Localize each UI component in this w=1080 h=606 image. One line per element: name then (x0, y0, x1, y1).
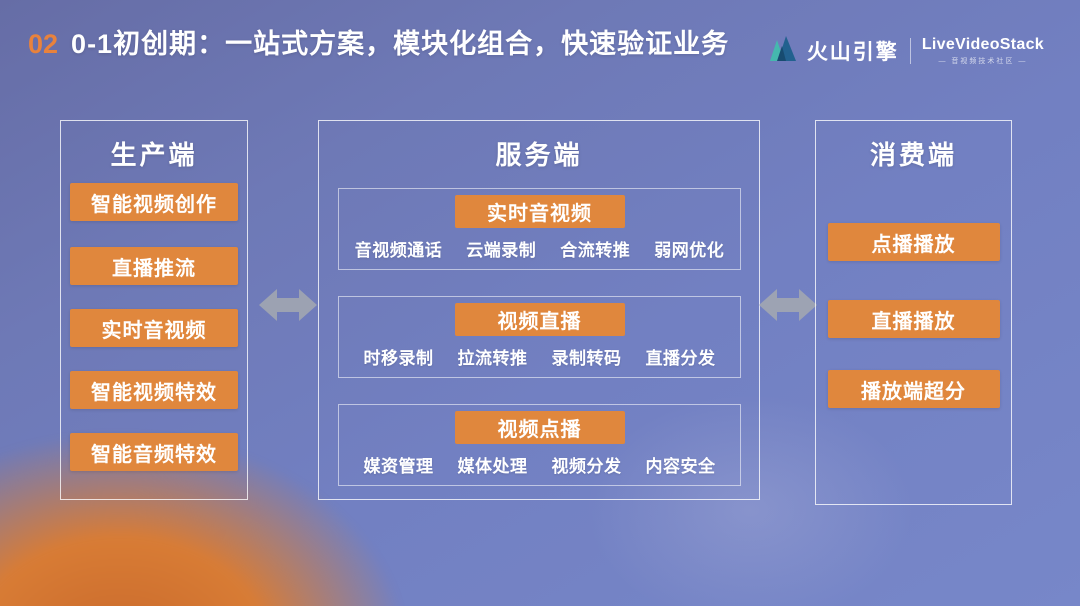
server-feature: 录制转码 (551, 349, 622, 368)
producer-item-badge: 智能视频特效 (70, 371, 238, 409)
logo-divider (909, 38, 911, 64)
server-group-vod: 视频点播 媒资管理 媒体处理 视频分发 内容安全 (338, 404, 741, 486)
consumer-item-badge: 直播播放 (827, 300, 1000, 338)
consumer-panel: 消费端 点播播放 直播播放 播放端超分 (815, 120, 1012, 505)
server-group-items: 媒资管理 媒体处理 视频分发 内容安全 (339, 452, 740, 477)
server-group-items: 音视频通话 云端录制 合流转推 弱网优化 (339, 236, 740, 261)
bidirectional-arrow-icon (757, 283, 819, 327)
consumer-item-badge: 播放端超分 (827, 370, 1000, 408)
consumer-panel-title: 消费端 (869, 140, 957, 170)
server-feature: 合流转推 (560, 241, 631, 260)
server-group-rtc: 实时音视频 音视频通话 云端录制 合流转推 弱网优化 (338, 188, 741, 270)
bidirectional-arrow-icon (257, 283, 319, 327)
producer-panel: 生产端 智能视频创作 直播推流 实时音视频 智能视频特效 智能音频特效 (60, 120, 248, 500)
livevideostack-logo: LiveVideoStack — 音视频技术社区 — (922, 36, 1044, 66)
server-feature: 拉流转推 (457, 349, 528, 368)
page-title: 0-1初创期：一站式方案，模块化组合，快速验证业务 (71, 29, 730, 59)
slide-header: 02 0-1初创期：一站式方案，模块化组合，快速验证业务 (28, 22, 729, 61)
producer-panel-title: 生产端 (110, 140, 198, 170)
server-feature: 时移录制 (363, 349, 434, 368)
server-group-badge: 视频直播 (454, 303, 625, 336)
background-light-smudge (580, 390, 920, 606)
server-panel: 服务端 实时音视频 音视频通话 云端录制 合流转推 弱网优化 视频直播 时移录制… (318, 120, 760, 500)
server-panel-title: 服务端 (495, 140, 583, 170)
server-feature: 云端录制 (466, 241, 537, 260)
server-group-badge: 视频点播 (454, 411, 625, 444)
volcengine-mountain-icon (769, 36, 796, 66)
volcengine-logo-text: 火山引擎 (806, 41, 899, 64)
logo-group: 火山引擎 LiveVideoStack — 音视频技术社区 — (769, 36, 1044, 66)
server-group-items: 时移录制 拉流转推 录制转码 直播分发 (339, 344, 740, 369)
producer-item-badge: 实时音视频 (70, 309, 238, 347)
consumer-item-badge: 点播播放 (827, 223, 1000, 261)
producer-item-badge: 智能音频特效 (70, 433, 238, 471)
server-feature: 媒资管理 (363, 457, 434, 476)
server-feature: 视频分发 (551, 457, 622, 476)
slide-number: 02 (28, 29, 59, 59)
server-feature: 直播分发 (645, 349, 716, 368)
server-feature: 弱网优化 (654, 241, 725, 260)
livevideostack-tagline: — 音视频技术社区 — (938, 58, 1028, 65)
server-group-badge: 实时音视频 (454, 195, 625, 228)
server-feature: 音视频通话 (354, 241, 443, 260)
producer-item-badge: 智能视频创作 (70, 183, 238, 221)
server-feature: 媒体处理 (457, 457, 528, 476)
server-group-live: 视频直播 时移录制 拉流转推 录制转码 直播分发 (338, 296, 741, 378)
livevideostack-logo-text: LiveVideoStack (921, 36, 1044, 53)
server-feature: 内容安全 (645, 457, 716, 476)
producer-item-badge: 直播推流 (70, 247, 238, 285)
